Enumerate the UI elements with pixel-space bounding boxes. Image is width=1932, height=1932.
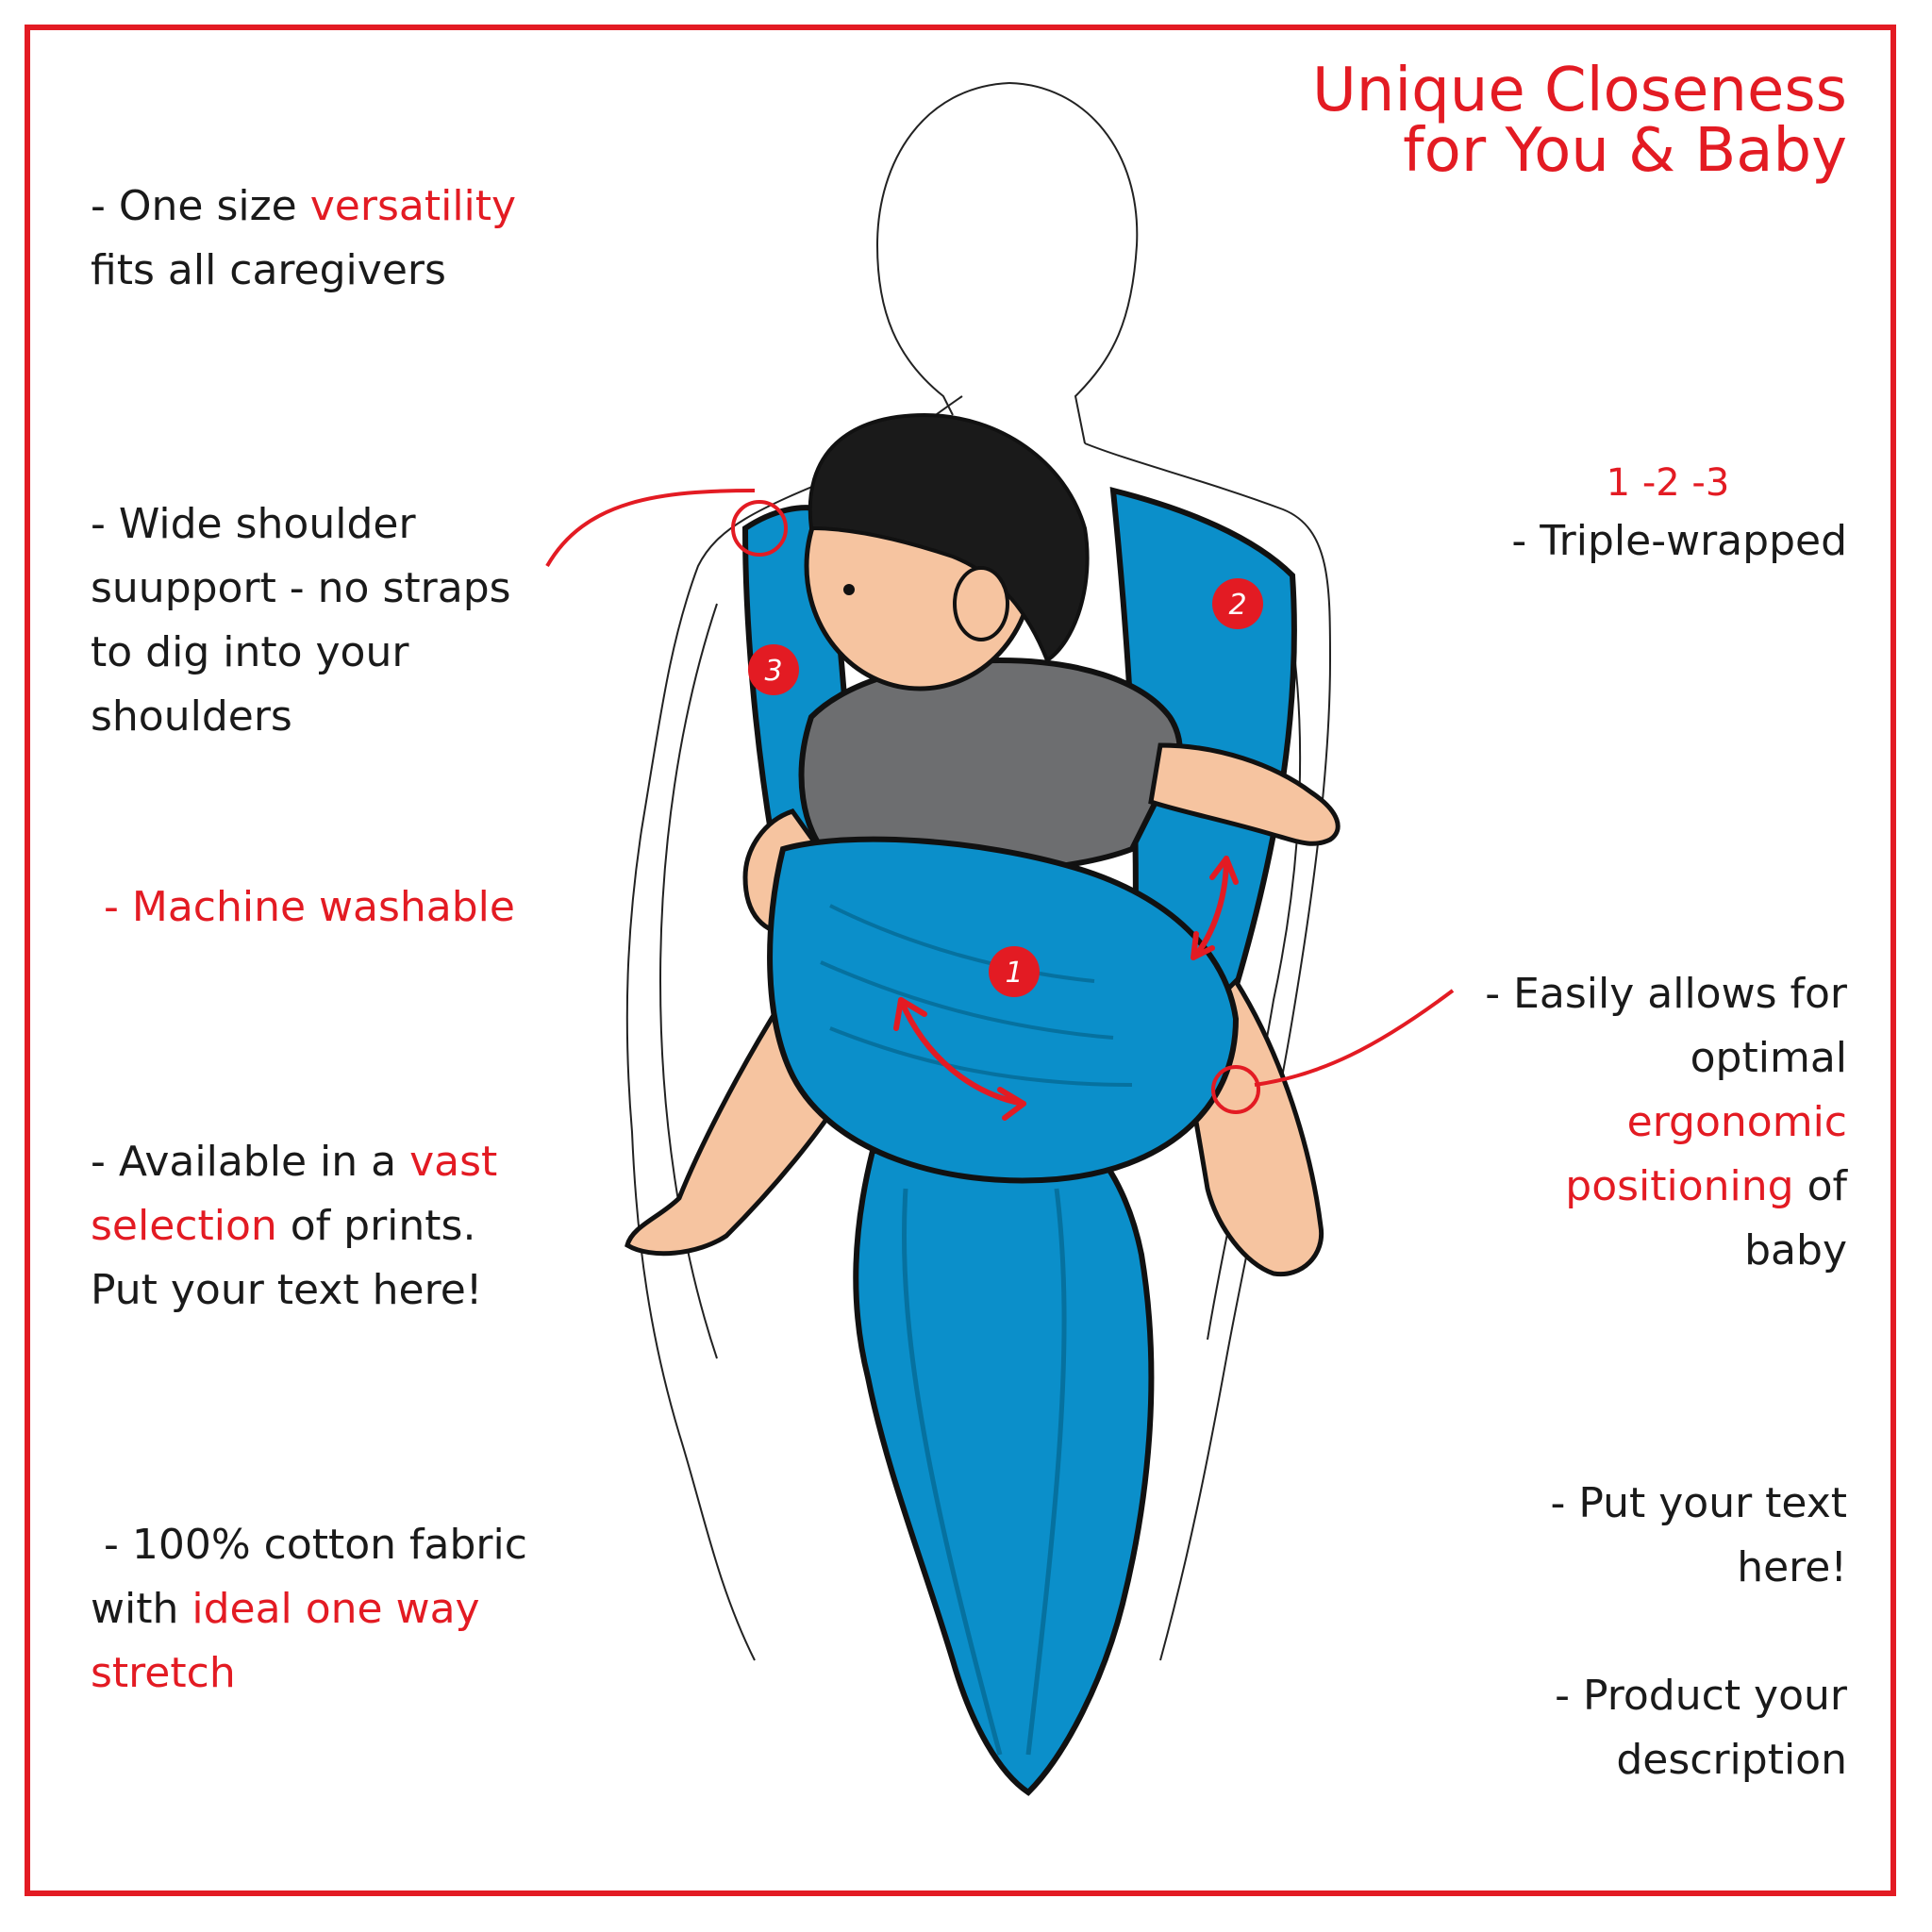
badge-2: 2 <box>1212 578 1263 629</box>
text: description <box>1616 1736 1847 1784</box>
feature-versatility: - One size versatility fits all caregive… <box>91 175 619 303</box>
callout-lines <box>545 489 1455 1114</box>
badge-3: 3 <box>748 644 799 695</box>
title-line-2: for You & Baby <box>1403 116 1847 186</box>
feature-triple-wrapped: 1 -2 -3 - Triple-wrapped <box>1375 457 1847 574</box>
text: - Put your text <box>1550 1479 1847 1527</box>
text: suupport - no straps <box>91 564 511 612</box>
feature-prints: - Available in a vast selection of print… <box>91 1130 619 1323</box>
badge-1: 1 <box>989 946 1040 997</box>
text: fits all caregivers <box>91 246 446 294</box>
text: - Machine washable <box>91 883 515 931</box>
highlight: ergonomic <box>1626 1098 1847 1146</box>
text: of prints. <box>276 1202 476 1250</box>
feature-ergonomic: - Easily allows for optimal ergonomic po… <box>1375 962 1847 1283</box>
text: - One size <box>91 182 310 230</box>
text: here! <box>1737 1543 1847 1591</box>
highlight: positioning <box>1565 1162 1794 1210</box>
page-title: Unique Closeness for You & Baby <box>1130 60 1847 181</box>
text: baby <box>1744 1226 1847 1274</box>
feature-machine-washable: - Machine washable <box>91 875 619 940</box>
wrap-pass-1-pocket <box>767 836 1240 1184</box>
text: - Wide shoulder <box>91 500 416 548</box>
text: of <box>1793 1162 1847 1210</box>
feature-shoulder-support: - Wide shoulder suupport - no straps to … <box>91 492 619 749</box>
baby-hair <box>808 412 1090 664</box>
red-border-frame <box>25 25 1896 1896</box>
title-line-1: Unique Closeness <box>1311 56 1847 125</box>
svg-text:3: 3 <box>764 655 782 688</box>
text: optimal <box>1690 1034 1847 1082</box>
text: shoulders <box>91 692 292 741</box>
highlight: selection <box>91 1202 277 1250</box>
feature-placeholder-2: - Product your description <box>1375 1664 1847 1792</box>
wrap-tail <box>853 1148 1155 1796</box>
text: - Easily allows for <box>1485 970 1847 1018</box>
highlight: versatility <box>309 182 517 230</box>
text: - Product your <box>1555 1672 1847 1720</box>
text: - Available in a <box>91 1138 410 1186</box>
text: with <box>91 1585 192 1633</box>
feature-cotton: - 100% cotton fabric with ideal one way … <box>91 1513 619 1706</box>
adjust-arrows <box>893 856 1239 1121</box>
baby-right-arm <box>1148 742 1341 846</box>
highlight: stretch <box>91 1649 236 1697</box>
triple-numbers: 1 -2 -3 <box>1606 461 1730 505</box>
highlight: ideal one way <box>192 1585 480 1633</box>
feature-placeholder-1: - Put your text here! <box>1375 1472 1847 1600</box>
text: - 100% cotton fabric <box>91 1521 527 1569</box>
svg-text:2: 2 <box>1228 589 1246 622</box>
text: to dig into your <box>91 628 409 676</box>
svg-text:1: 1 <box>1005 957 1023 990</box>
highlight: vast <box>409 1138 498 1186</box>
baby-eye <box>843 584 855 595</box>
text: - Triple-wrapped <box>1511 517 1847 565</box>
baby-ear <box>953 566 1009 641</box>
text: Put your text here! <box>91 1266 483 1314</box>
